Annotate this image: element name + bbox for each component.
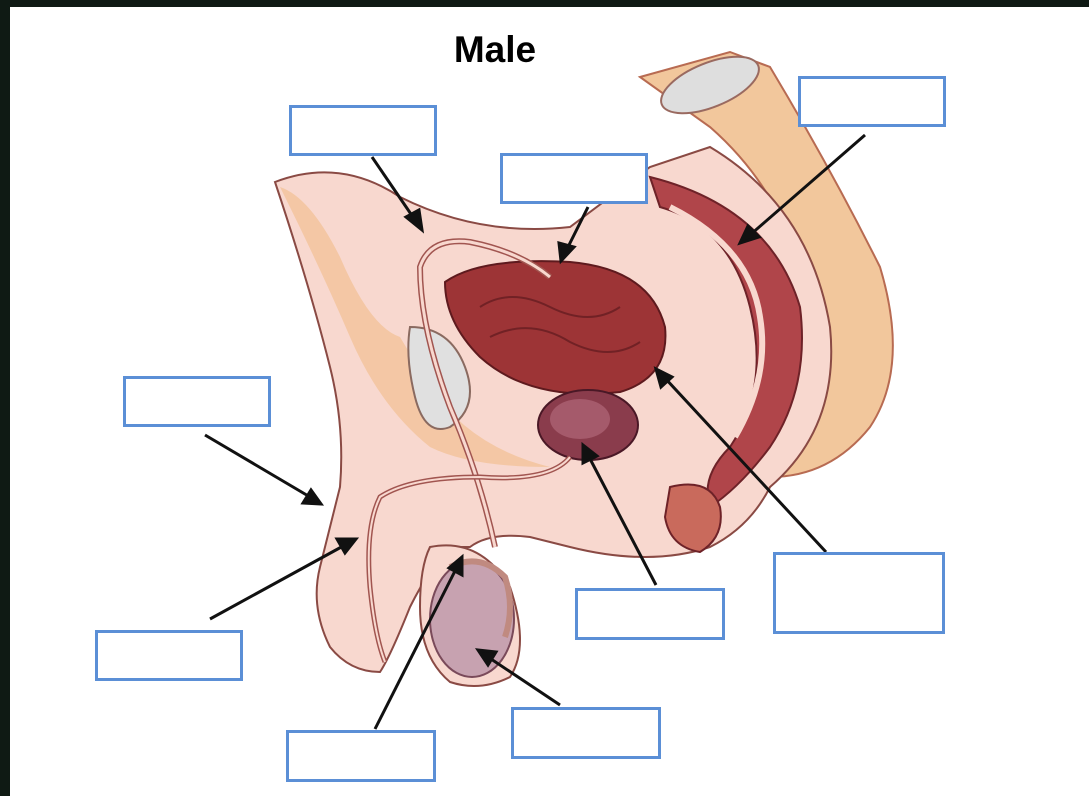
label-box-mid-left[interactable]: [123, 376, 271, 427]
testis: [430, 561, 514, 677]
prostate-highlight: [550, 399, 610, 439]
label-box-bottom-center[interactable]: [511, 707, 661, 759]
label-box-bottom-right[interactable]: [773, 552, 945, 634]
label-box-bottom-center-left[interactable]: [286, 730, 436, 782]
label-box-top-right[interactable]: [798, 76, 946, 127]
label-box-bottom-left[interactable]: [95, 630, 243, 681]
label-box-mid-bottom-center[interactable]: [575, 588, 725, 640]
label-box-top-center-left[interactable]: [289, 105, 437, 156]
arrowhead-4: [303, 490, 321, 504]
label-box-top-center[interactable]: [500, 153, 648, 204]
arrow-4: [205, 435, 310, 497]
slide: Male: [10, 7, 1089, 796]
